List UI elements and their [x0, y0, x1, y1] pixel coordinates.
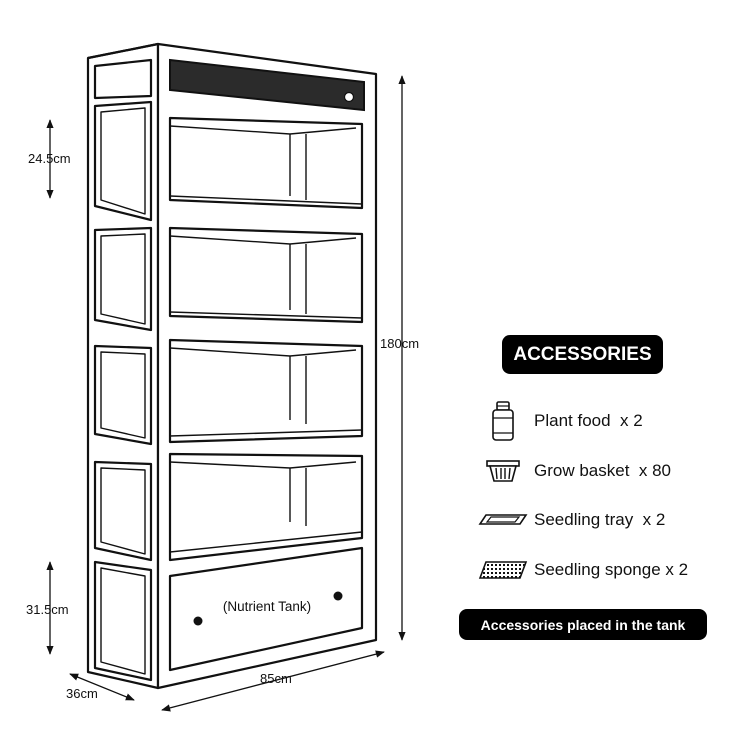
seedling-tray-icon: [478, 500, 528, 540]
accessory-item-plant-food: Plant food x 2: [478, 401, 643, 441]
seedling-sponge-icon: [478, 550, 528, 590]
accessory-label: Seedling sponge x 2: [534, 560, 689, 579]
accessory-label: Plant food x 2: [534, 411, 643, 430]
accessory-label: Grow basket x 80: [534, 461, 672, 480]
grow-basket-icon: [478, 451, 528, 491]
plant-food-bottle-icon: [478, 401, 528, 441]
light-switch: [343, 91, 355, 103]
tank-label: (Nutrient Tank): [223, 599, 311, 614]
accessory-label: Seedling tray x 2: [534, 510, 666, 529]
accessories-title: ACCESSORIES: [502, 335, 663, 374]
shelf-gap-label: 24.5cm: [28, 151, 71, 166]
light-bar: [169, 58, 365, 112]
depth-arrow: [69, 673, 135, 701]
tank-height-label: 31.5cm: [26, 602, 69, 617]
accessory-item-seedling-sponge: Seedling sponge x 2: [478, 550, 688, 590]
total-height-label: 180cm: [380, 336, 419, 351]
shelf-frame: [86, 42, 378, 690]
accessory-item-seedling-tray: Seedling tray x 2: [478, 500, 665, 540]
accessory-item-grow-basket: Grow basket x 80: [478, 451, 671, 491]
depth-label: 36cm: [66, 686, 98, 701]
width-label: 85cm: [260, 671, 292, 686]
width-arrow: [161, 650, 385, 712]
accessories-note: Accessories placed in the tank: [459, 609, 707, 640]
tank-handle-right: [333, 591, 343, 601]
tank-handle-left: [193, 616, 203, 626]
